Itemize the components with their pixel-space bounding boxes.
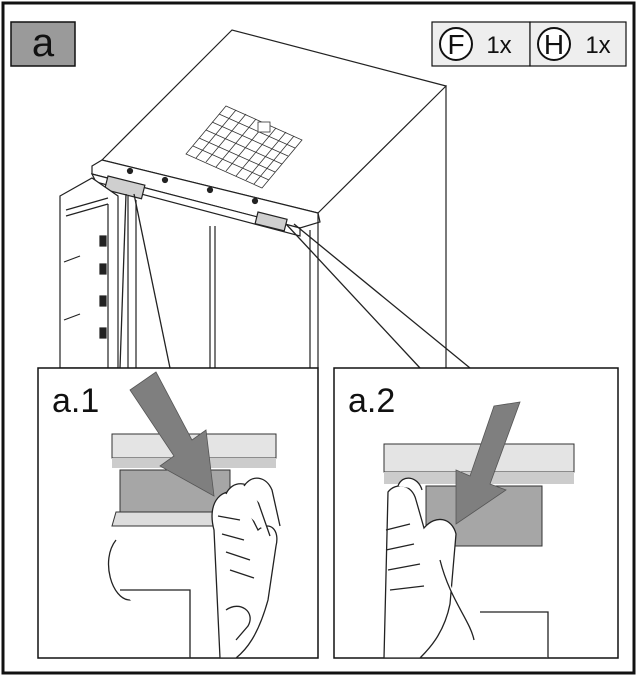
- detail-label-a1: a.1: [52, 382, 99, 420]
- hand-icon: [107, 477, 281, 659]
- rating-label-grid: [185, 105, 303, 189]
- part-f-quantity: 1x: [486, 32, 511, 59]
- part-h-icon: H: [537, 27, 571, 61]
- part-h-quantity: 1x: [585, 32, 610, 59]
- open-door: [59, 177, 119, 369]
- part-f-icon: F: [439, 27, 473, 61]
- appliance-illustration: [59, 29, 448, 369]
- arrow-down-icon: [129, 371, 215, 497]
- detail-label-a2: a.2: [348, 382, 395, 420]
- step-label: a: [32, 21, 55, 65]
- detail-leader-lines: [119, 193, 471, 369]
- detail-panel-a1: a.1: [37, 367, 319, 659]
- part-h-letter: H: [544, 29, 564, 60]
- arrow-down-icon: [455, 401, 521, 525]
- detail-panel-a2: a.2: [333, 367, 619, 659]
- part-f-letter: F: [447, 29, 464, 60]
- parts-legend: F 1x H 1x: [431, 21, 627, 67]
- hand-icon: [383, 477, 549, 659]
- step-label-box: a: [10, 21, 76, 67]
